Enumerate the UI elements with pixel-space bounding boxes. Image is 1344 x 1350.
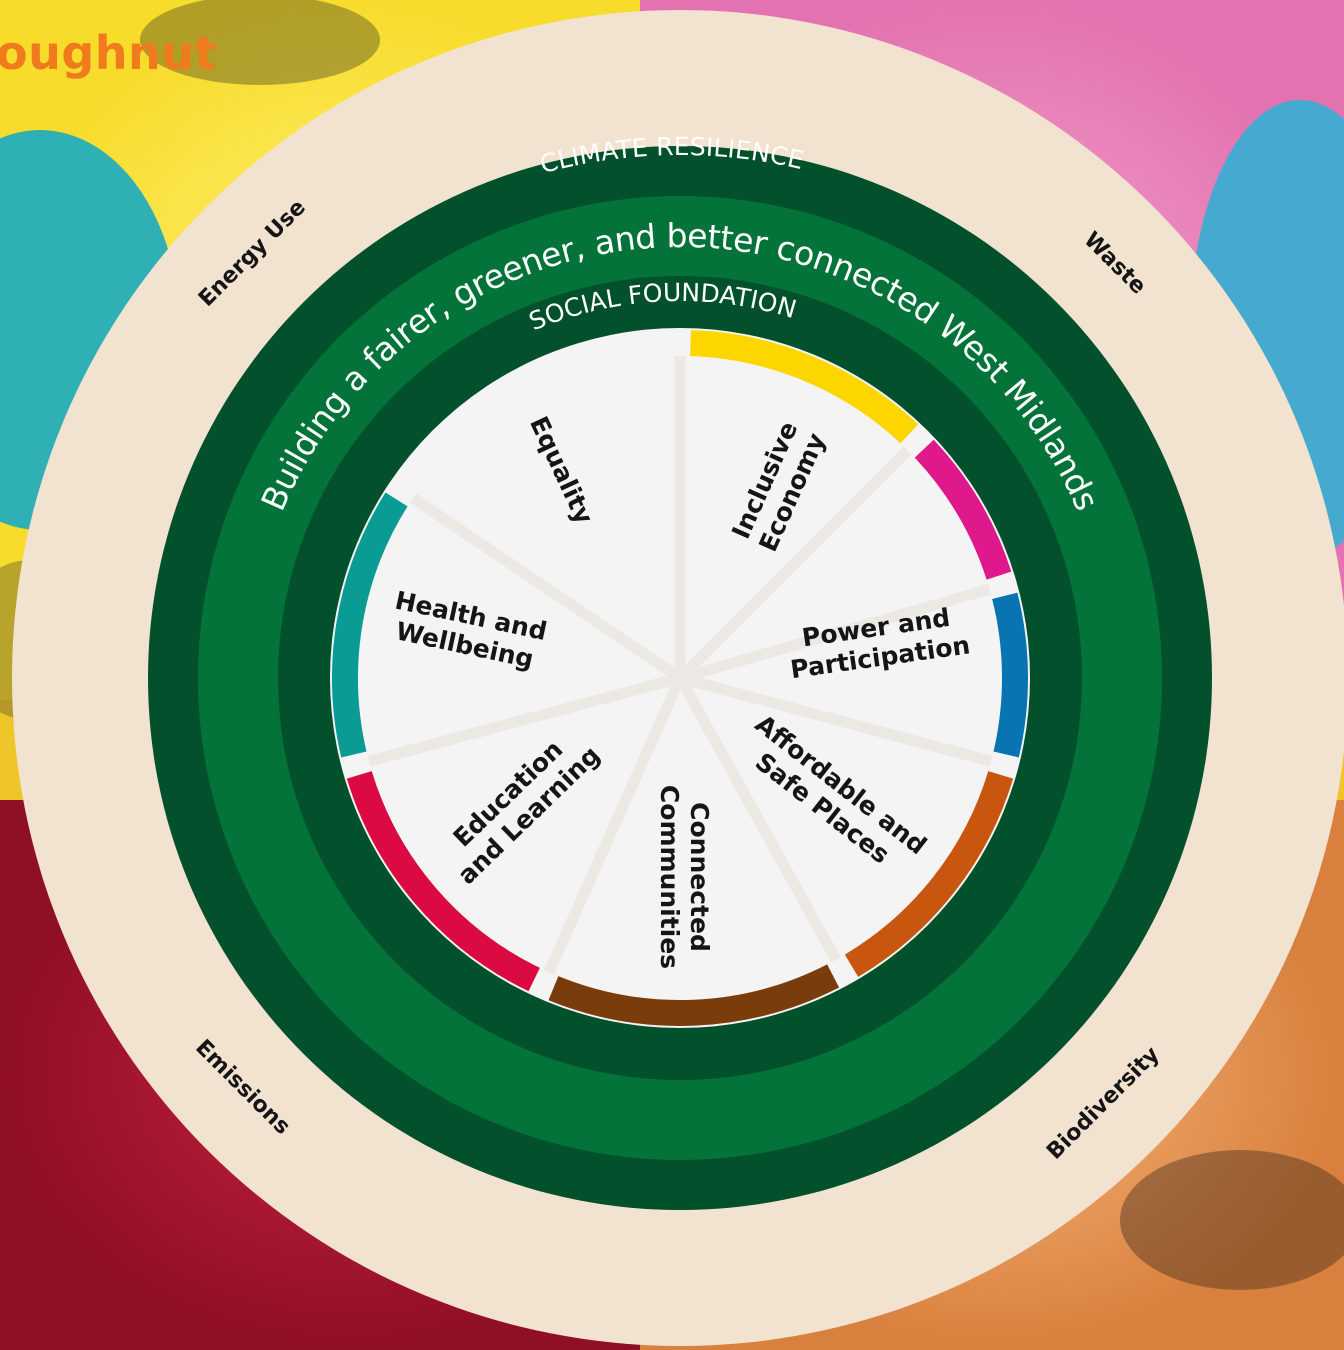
page-title: oughnut [0,26,218,80]
segment-divider [678,672,993,767]
segment-arc-education-and-learning [346,771,540,992]
segment-arc-equality [690,330,919,444]
segment-arc-affordable-and-safe-places [844,771,1014,977]
segment-divider [367,672,682,767]
segment-divider [544,675,686,975]
segment-arc-health-and-wellbeing [332,492,408,758]
segment-dividers [367,356,993,975]
segment-label-connected-communities: ConnectedCommunities [655,785,714,969]
segment-divider [675,675,841,963]
segment-divider [678,583,992,684]
segment-arc-power-and-participation [992,592,1028,758]
segment-arc-connected-communities [548,964,840,1026]
segment-divider [676,446,912,682]
segment-arcs [332,330,1028,1026]
segment-label-line: Connected [685,802,714,952]
segment-label-line: Communities [655,785,684,969]
segment-divider [409,493,684,683]
segment-arc-inclusive-economy [914,439,1012,580]
